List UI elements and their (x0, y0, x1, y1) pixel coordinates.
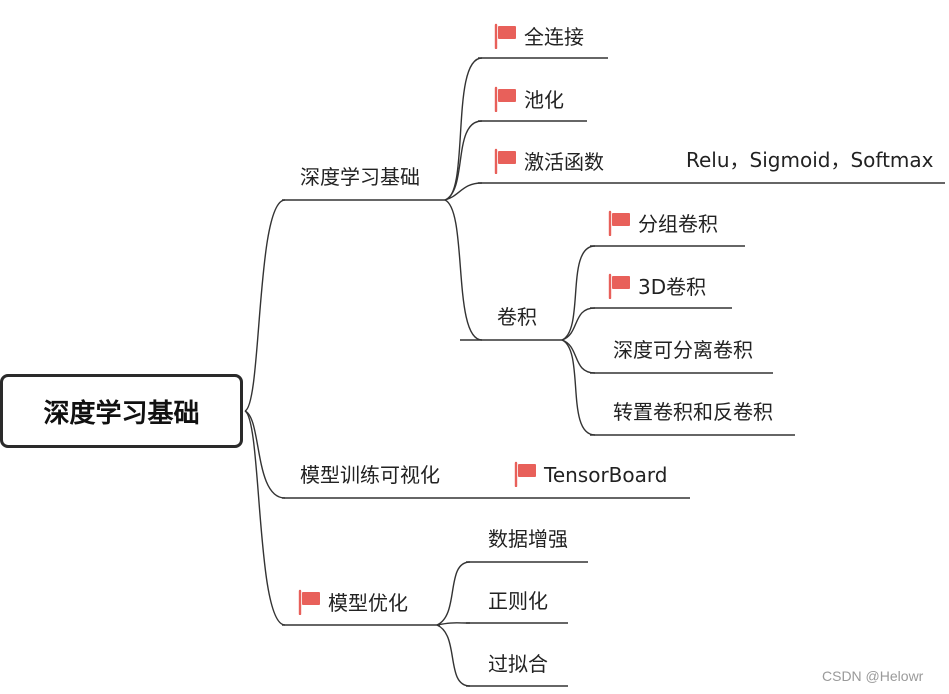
connector-basics-act (444, 182, 483, 201)
topic-opt[interactable]: 模型优化 (296, 589, 408, 615)
topic-regularization[interactable]: 正则化 (488, 589, 548, 613)
flag-icon (492, 86, 518, 112)
topic-3d-conv-label: 3D卷积 (638, 275, 707, 299)
topic-act-note[interactable]: Relu，Sigmoid，Softmax (686, 148, 934, 172)
topic-overfitting[interactable]: 过拟合 (488, 652, 548, 676)
topic-group-conv-label: 分组卷积 (638, 212, 718, 236)
connector-root-viz (244, 410, 286, 499)
topic-separable-conv[interactable]: 深度可分离卷积 (613, 338, 753, 362)
connector-conv-group (561, 245, 596, 341)
connector-conv-3d (561, 307, 596, 341)
connector-root-basics (244, 199, 286, 412)
root-topic[interactable]: 深度学习基础 (0, 374, 243, 448)
flag-icon (492, 148, 518, 174)
flag-icon (512, 461, 538, 487)
topic-act-label: 激活函数 (524, 150, 604, 174)
topic-pool[interactable]: 池化 (492, 86, 564, 112)
topic-fc-label: 全连接 (524, 25, 584, 49)
topic-pool-label: 池化 (524, 88, 564, 112)
connector-opt-aug (436, 561, 471, 626)
connector-root-opt (244, 410, 286, 626)
topic-opt-label: 模型优化 (328, 591, 408, 615)
connector-basics-conv (444, 199, 483, 341)
connector-opt-overfit (436, 624, 471, 687)
topic-augmentation[interactable]: 数据增强 (488, 527, 568, 551)
flag-icon (606, 273, 632, 299)
topic-fc[interactable]: 全连接 (492, 23, 584, 49)
topic-basics[interactable]: 深度学习基础 (300, 165, 420, 189)
topic-viz[interactable]: 模型训练可视化 (300, 463, 440, 487)
connector-conv-transposed (561, 339, 596, 436)
topic-transposed-conv[interactable]: 转置卷积和反卷积 (613, 400, 773, 424)
connector-basics-fc (444, 57, 483, 201)
topic-tensorboard[interactable]: TensorBoard (512, 461, 667, 487)
connector-opt-reg (436, 622, 471, 626)
connector-basics-pool (444, 120, 483, 201)
topic-act[interactable]: 激活函数 (492, 148, 604, 174)
flag-icon (492, 23, 518, 49)
topic-tensorboard-label: TensorBoard (544, 463, 668, 487)
flag-icon (296, 589, 322, 615)
topic-conv[interactable]: 卷积 (497, 305, 537, 329)
watermark: CSDN @Helowr (822, 668, 924, 684)
flag-icon (606, 210, 632, 236)
topic-group-conv[interactable]: 分组卷积 (606, 210, 718, 236)
topic-3d-conv[interactable]: 3D卷积 (606, 273, 706, 299)
